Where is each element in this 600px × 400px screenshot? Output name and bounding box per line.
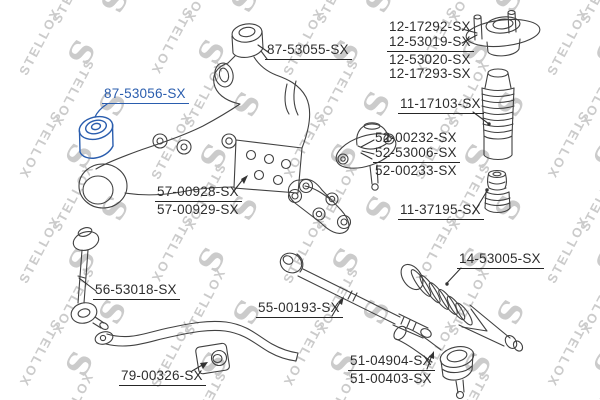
part-label-12-53019-sx[interactable]: 12-53019-SX <box>387 35 474 52</box>
ball-joint-drawing[interactable] <box>332 122 400 191</box>
part-label-52-00233-sx[interactable]: 52-00233-SX <box>375 163 457 178</box>
part-label-12-17292-sx[interactable]: 12-17292-SX <box>389 19 471 34</box>
part-label-11-37195-sx[interactable]: 11-37195-SX <box>398 203 484 220</box>
stabilizer-link-drawing[interactable] <box>69 226 110 331</box>
part-label-56-53018-sx[interactable]: 56-53018-SX <box>93 283 180 300</box>
steering-boot-drawing[interactable] <box>397 260 525 352</box>
part-label-55-00193-sx[interactable]: 55-00193-SX <box>256 301 343 318</box>
part-label-52-53006-sx[interactable]: 52-53006-SX <box>373 146 460 163</box>
part-label-51-00403-sx[interactable]: 51-00403-SX <box>350 371 432 386</box>
inner-tie-rod-drawing[interactable] <box>277 249 433 339</box>
part-label-57-00928-sx[interactable]: 57-00928-SX <box>155 185 242 202</box>
part-label-52-00232-sx[interactable]: 52-00232-SX <box>375 130 457 145</box>
bump-stop-drawing[interactable] <box>484 169 511 214</box>
part-label-11-17103-sx[interactable]: 11-17103-SX <box>398 97 484 114</box>
part-label-14-53005-sx[interactable]: 14-53005-SX <box>457 252 544 269</box>
highlighted-bushing-drawing[interactable] <box>77 113 115 159</box>
strut-boot-drawing[interactable] <box>481 68 515 161</box>
part-label-87-53056-sx[interactable]: 87-53056-SX <box>102 87 189 104</box>
control-arm-drawing[interactable] <box>78 22 311 209</box>
part-label-79-00326-sx[interactable]: 79-00326-SX <box>119 369 206 386</box>
sway-bar-bushing-drawing[interactable] <box>195 342 230 375</box>
tie-rod-end-drawing[interactable] <box>391 324 475 400</box>
highlighted-leader-line <box>94 103 108 118</box>
strut-mount-drawing[interactable] <box>465 9 541 57</box>
part-label-51-04904-sx[interactable]: 51-04904-SX <box>348 354 435 371</box>
part-label-12-17293-sx[interactable]: 12-17293-SX <box>389 66 471 81</box>
part-label-87-53055-sx[interactable]: 87-53055-SX <box>265 43 352 60</box>
rear-bracket-drawing[interactable] <box>287 178 352 234</box>
leader-lines <box>78 28 491 372</box>
part-label-12-53020-sx[interactable]: 12-53020-SX <box>389 52 471 67</box>
part-label-57-00929-sx[interactable]: 57-00929-SX <box>157 202 239 217</box>
sway-bar-drawing[interactable] <box>94 320 299 362</box>
